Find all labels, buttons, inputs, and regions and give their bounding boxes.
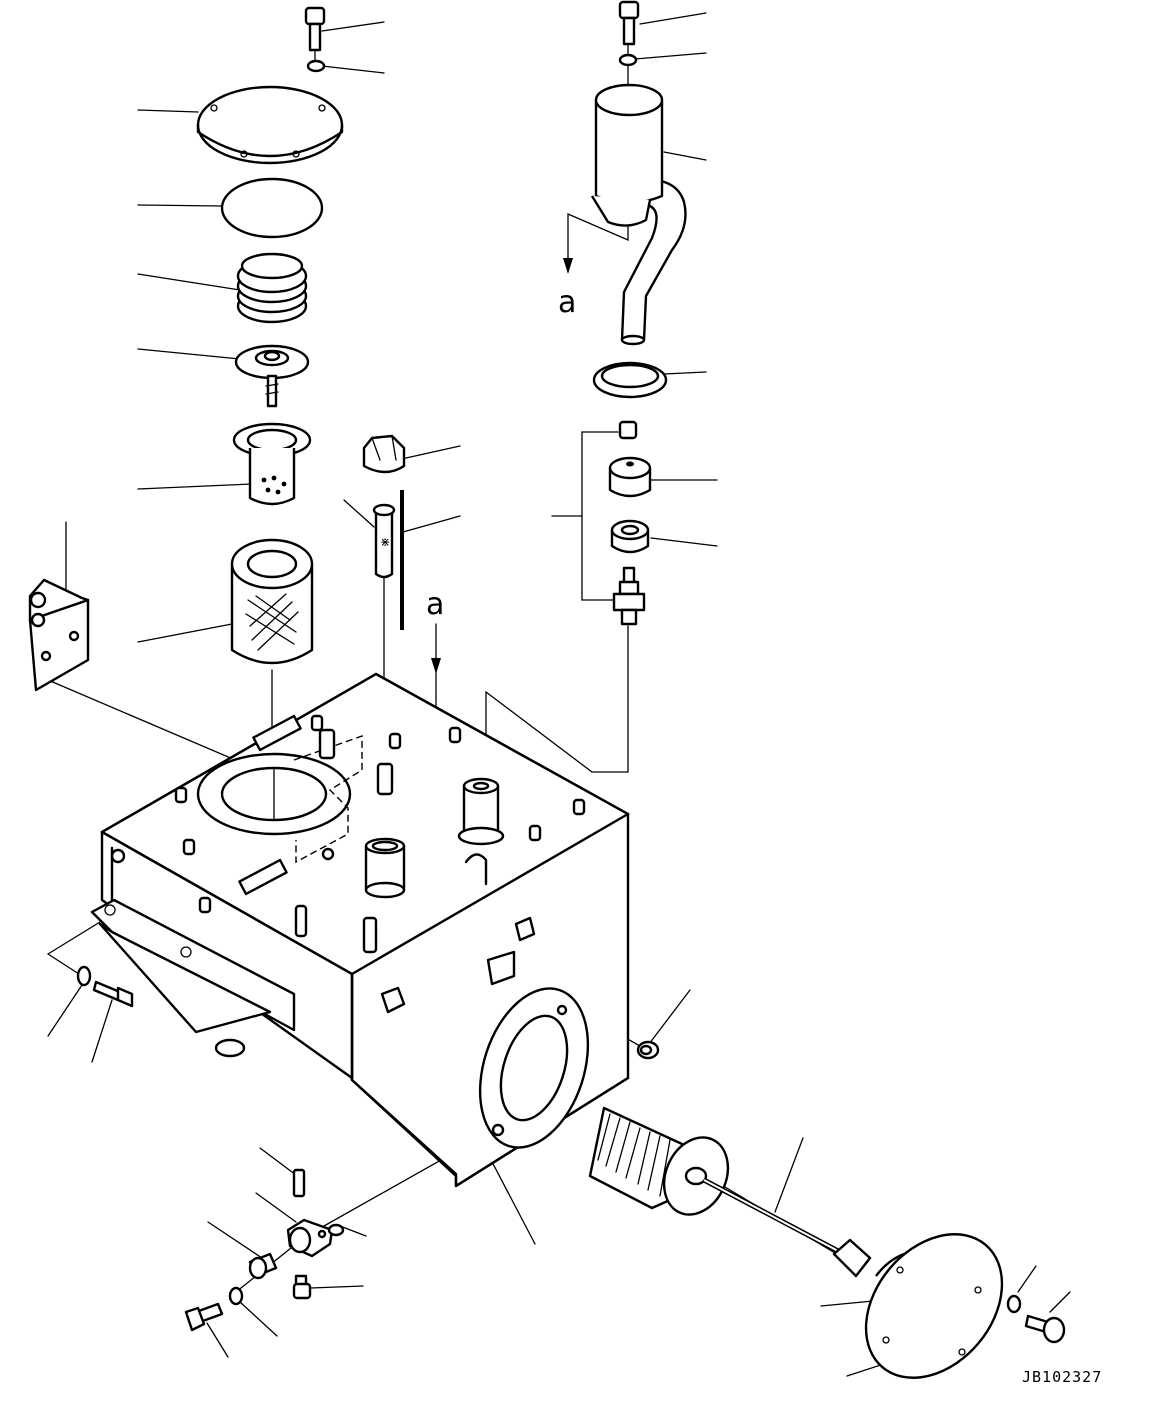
- breather-pipe: [590, 83, 687, 346]
- svg-text:⋇: ⋇: [380, 535, 390, 549]
- strainer-rod: [702, 1177, 872, 1278]
- side-cover-washer: [1006, 1294, 1022, 1314]
- drain-bolt: [184, 1302, 224, 1332]
- sensor-rubber-cap: [608, 456, 652, 498]
- elbow-fitting: [636, 1040, 660, 1060]
- side-cover-bolt: [1024, 1314, 1066, 1344]
- cover-bolt: [304, 6, 326, 52]
- tank-side-flange: [478, 987, 590, 1149]
- svg-text:a: a: [426, 587, 444, 622]
- drain-washer: [228, 1286, 244, 1306]
- pipe-clamp-ring: [592, 361, 668, 399]
- drain-pin: [292, 1168, 306, 1198]
- view-arrow-a-top: a: [558, 237, 576, 320]
- drain-o-ring: [327, 1223, 345, 1237]
- mount-washer: [76, 965, 92, 987]
- filler-cap: [362, 434, 406, 474]
- tank-cover-plate: [196, 85, 344, 165]
- breather-washer: [618, 53, 638, 67]
- sensor-cap: [618, 420, 638, 440]
- cover-washer: [306, 59, 326, 73]
- suction-strainer: [588, 1106, 730, 1216]
- drawing-number: JB102327: [1022, 1368, 1102, 1386]
- bypass-valve: [234, 344, 310, 408]
- filler-neck: [364, 837, 406, 899]
- strainer: [232, 422, 312, 506]
- tank-studs: [174, 714, 586, 954]
- sensor-group-bracket: [581, 431, 619, 601]
- drain-valve-body: [286, 1218, 334, 1258]
- side-cover: [864, 1233, 1004, 1379]
- mount-bolt: [92, 980, 134, 1008]
- level-sensor: [612, 566, 646, 626]
- sensor-boss: [457, 777, 505, 886]
- filter-element: [230, 538, 314, 665]
- drain-nipple: [292, 1274, 312, 1300]
- sensor-grommet: [610, 519, 650, 554]
- drain-plug: [248, 1252, 278, 1280]
- tank-top-flange: [196, 714, 363, 896]
- leader-lines: [47, 12, 1071, 1377]
- breather-bolt: [618, 0, 640, 46]
- dipstick-tube: ⋇: [372, 503, 396, 579]
- view-arrow-a-mid: a: [426, 587, 444, 674]
- mounting-bracket: [28, 578, 90, 692]
- coil-spring: [236, 252, 308, 324]
- svg-text:a: a: [558, 285, 576, 320]
- cover-gasket: [220, 177, 324, 239]
- tank-clips: [380, 916, 536, 1014]
